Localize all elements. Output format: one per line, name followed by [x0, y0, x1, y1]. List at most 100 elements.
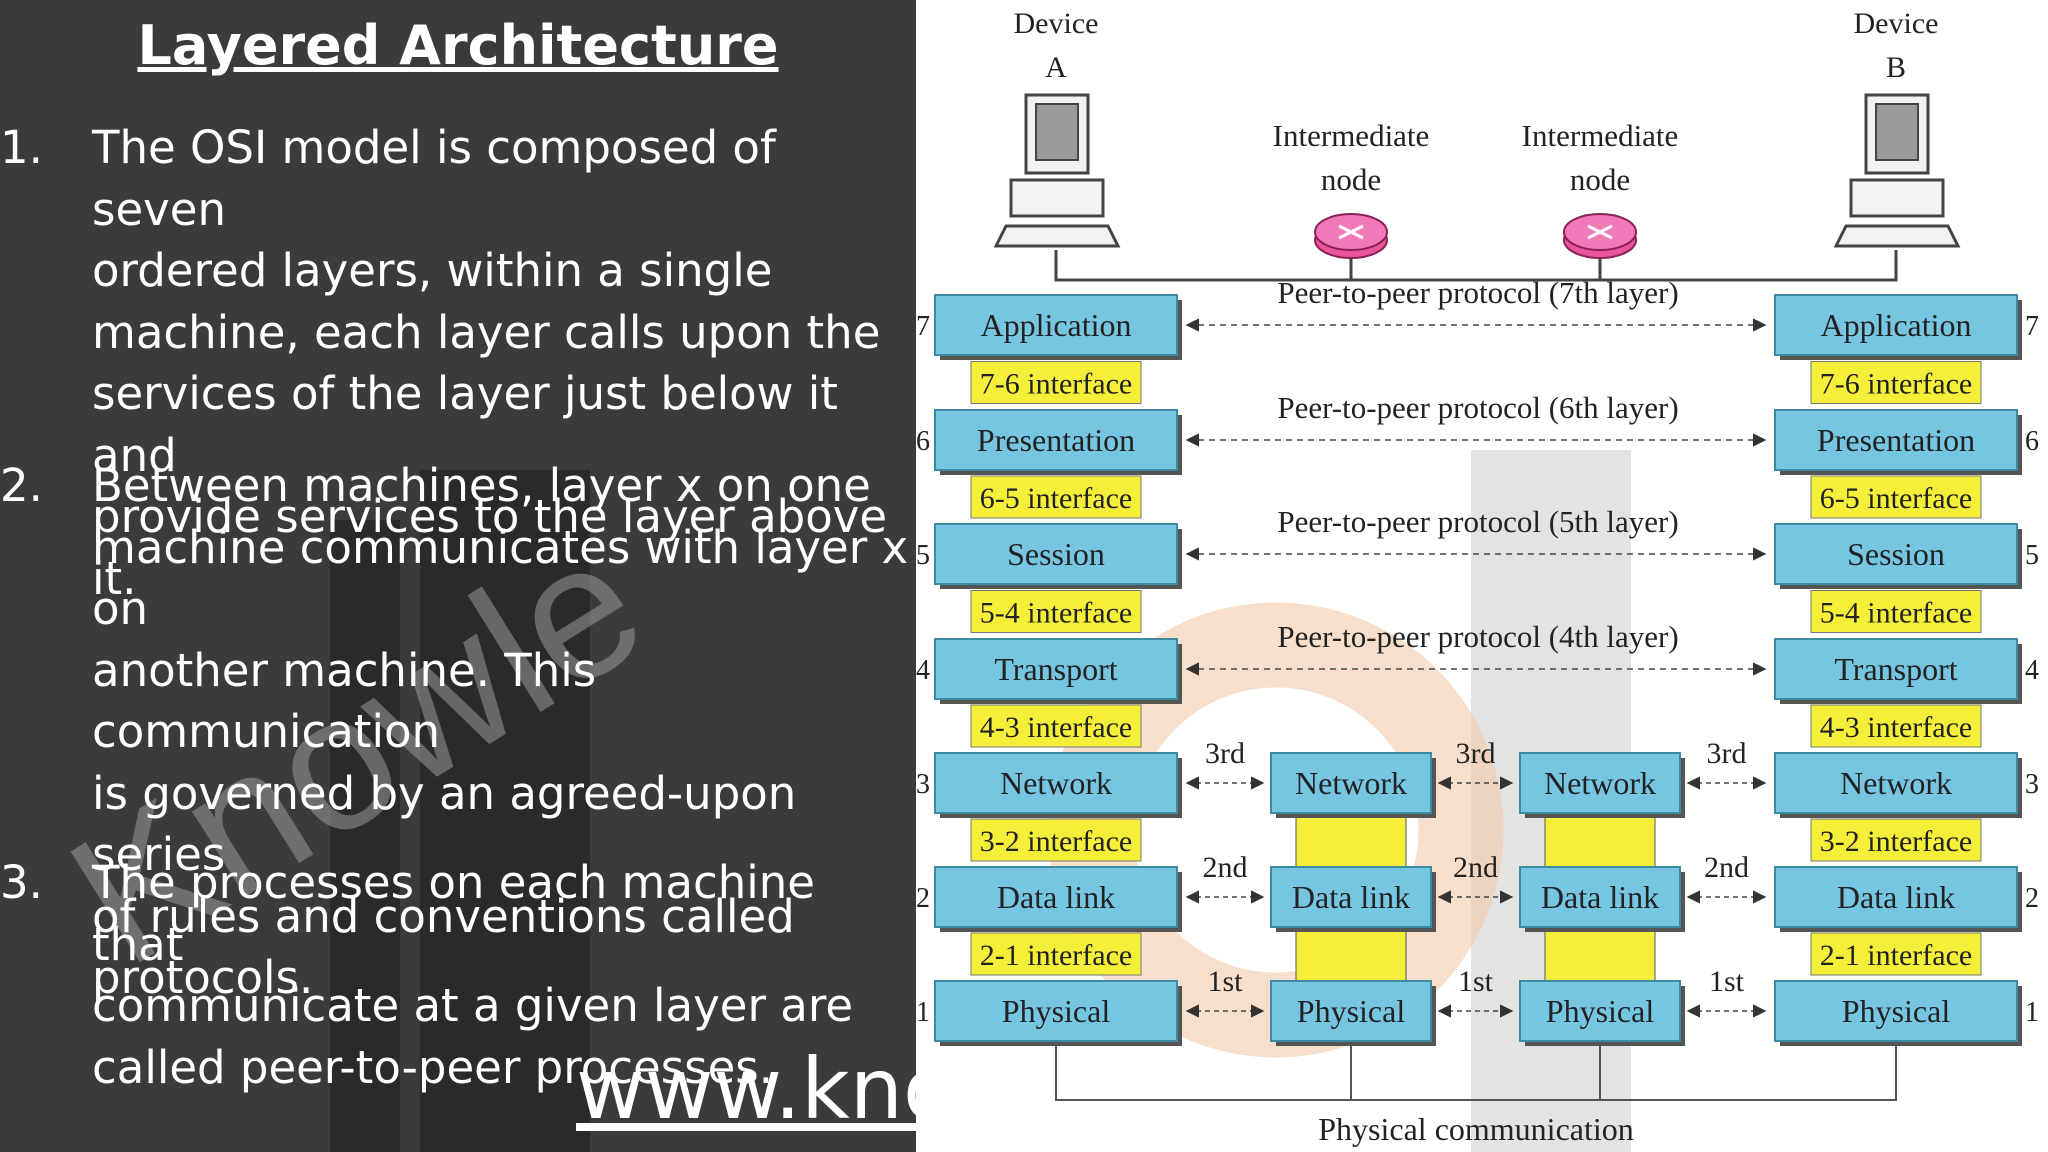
layer-box-label: Session	[1007, 536, 1105, 572]
router-cross-icon	[1587, 224, 1613, 240]
device-a-computer-keyboard	[993, 224, 1121, 248]
layer-box-label: Network	[1000, 765, 1112, 801]
layer-number: 4	[916, 655, 930, 686]
layer-box-label: Presentation	[977, 422, 1135, 458]
bullet-line: Between machines, layer x on one	[92, 459, 871, 512]
website-link[interactable]: www.kno	[576, 1040, 916, 1138]
interface-label: 2-1 interface	[980, 939, 1132, 972]
interface-label: 7-6 interface	[980, 368, 1132, 401]
intermediate-layer-box-label: Network	[1544, 765, 1656, 801]
layer-box	[934, 294, 1178, 356]
layer-box	[934, 638, 1178, 700]
layer-number: 6	[2025, 426, 2039, 457]
layer-number: 7	[2025, 311, 2039, 342]
interface-label: 4-3 interface	[980, 711, 1132, 744]
layer-number: 5	[2025, 540, 2039, 571]
bullet-line: protocols.	[92, 951, 314, 1004]
layer-box	[1774, 638, 2018, 700]
bullet-line: provide services to the layer above it.	[92, 490, 888, 605]
layer-box-label: Application	[980, 307, 1131, 343]
bullet-number: 3.	[0, 856, 43, 909]
peer-protocol-label: Peer-to-peer protocol (6th layer)	[1277, 390, 1678, 425]
layer-box-label: Data link	[1837, 879, 1955, 915]
interface-label: 6-5 interface	[1820, 482, 1972, 515]
hop-label: 3rd	[1456, 737, 1496, 770]
interface-box	[1810, 704, 1982, 748]
interface-box	[1810, 361, 1982, 404]
device-a-computer-case	[1009, 178, 1105, 218]
layer-box	[1774, 866, 2018, 928]
bullet-line: another machine. This communication	[92, 643, 597, 759]
bullet-line: machine, each layer calls upon the	[92, 305, 881, 359]
intermediate-layer-box	[1270, 866, 1432, 928]
hop-label: 3rd	[1205, 737, 1245, 770]
intermediate-layer-box-label: Physical	[1297, 993, 1406, 1029]
osi-diagram-svg: DeviceADeviceBIntermediatenodeIntermedia…	[916, 7, 2039, 1152]
layer-box	[1774, 294, 2018, 356]
bullet-line: ordered layers, within a single	[92, 244, 773, 297]
bullet-line: The processes on each machine that	[92, 856, 815, 971]
layer-number: 4	[2025, 655, 2039, 686]
layer-box	[934, 980, 1178, 1042]
layer-number: 6	[916, 426, 930, 457]
layer-box	[1774, 523, 2018, 585]
hop-label: 3rd	[1707, 737, 1747, 770]
intermediate-layer-box-label: Data link	[1292, 879, 1410, 915]
layer-box-label: Application	[1820, 307, 1971, 343]
hop-label: 1st	[1207, 965, 1243, 998]
hop-label: 2nd	[1704, 851, 1749, 884]
intermediate-layer-box	[1519, 980, 1681, 1042]
interface-label: 7-6 interface	[1820, 368, 1972, 401]
peer-protocol-label: Peer-to-peer protocol (7th layer)	[1277, 275, 1678, 310]
interface-label: 6-5 interface	[980, 482, 1132, 515]
interface-label: 3-2 interface	[1820, 825, 1972, 858]
interface-label: 4-3 interface	[1820, 711, 1972, 744]
bullet-line: is governed by an agreed-upon series	[92, 766, 797, 882]
top-network-line	[1054, 250, 1898, 282]
interface-box	[970, 475, 1142, 519]
layer-box	[934, 752, 1178, 814]
hop-label: 2nd	[1203, 851, 1248, 884]
device-b-computer-case	[1849, 178, 1945, 218]
bullet-line: The OSI model is composed of seven	[92, 121, 776, 236]
interface-box	[970, 361, 1142, 404]
layer-number: 5	[916, 540, 930, 571]
intermediate-layer-box	[1270, 752, 1432, 814]
interface-label: 2-1 interface	[1820, 939, 1972, 972]
intermediate-node-label: node	[1321, 162, 1381, 197]
intermediate-layer-box	[1270, 980, 1432, 1042]
router-cross-icon	[1338, 224, 1364, 240]
layer-box-label: Presentation	[1817, 422, 1975, 458]
intermediate-layer-box-label: Data link	[1541, 879, 1659, 915]
bullet-line: of rules and conventions called	[92, 889, 795, 943]
device-b-letter: B	[1886, 51, 1906, 84]
interface-box	[1810, 818, 1982, 862]
interface-box	[970, 818, 1142, 862]
layer-box-label: Transport	[1834, 651, 1957, 687]
layer-box-label: Network	[1840, 765, 1952, 801]
layer-box-label: Physical	[1842, 993, 1951, 1029]
slide-title: Layered Architecture	[137, 14, 779, 77]
interface-box	[1810, 590, 1982, 633]
bullet-line: machine communicates with layer x on	[92, 520, 909, 636]
watermark-k-bar	[420, 470, 590, 1152]
intermediate-layer-box-label: Network	[1295, 765, 1407, 801]
peer-protocol-label: Peer-to-peer protocol (5th layer)	[1277, 504, 1678, 539]
layer-number: 2	[2025, 883, 2039, 914]
layer-number: 1	[916, 997, 930, 1028]
intermediate-layer-box-label: Physical	[1546, 993, 1655, 1029]
device-a-letter: A	[1045, 51, 1067, 84]
layer-box-label: Physical	[1002, 993, 1111, 1029]
physical-communication-label: Physical communication	[1318, 1111, 1634, 1147]
interface-label: 5-4 interface	[980, 597, 1132, 630]
intermediate-layer-box	[1519, 866, 1681, 928]
layer-box	[934, 866, 1178, 928]
layer-box	[1774, 980, 2018, 1042]
intermediate-node-label: Intermediate	[1273, 118, 1430, 153]
peer-protocol-label: Peer-to-peer protocol (4th layer)	[1277, 619, 1678, 654]
device-b-computer-keyboard	[1833, 224, 1961, 248]
device-b-label: Device	[1854, 7, 1939, 40]
layer-box	[934, 409, 1178, 471]
device-b-computer-screen	[1875, 103, 1919, 161]
